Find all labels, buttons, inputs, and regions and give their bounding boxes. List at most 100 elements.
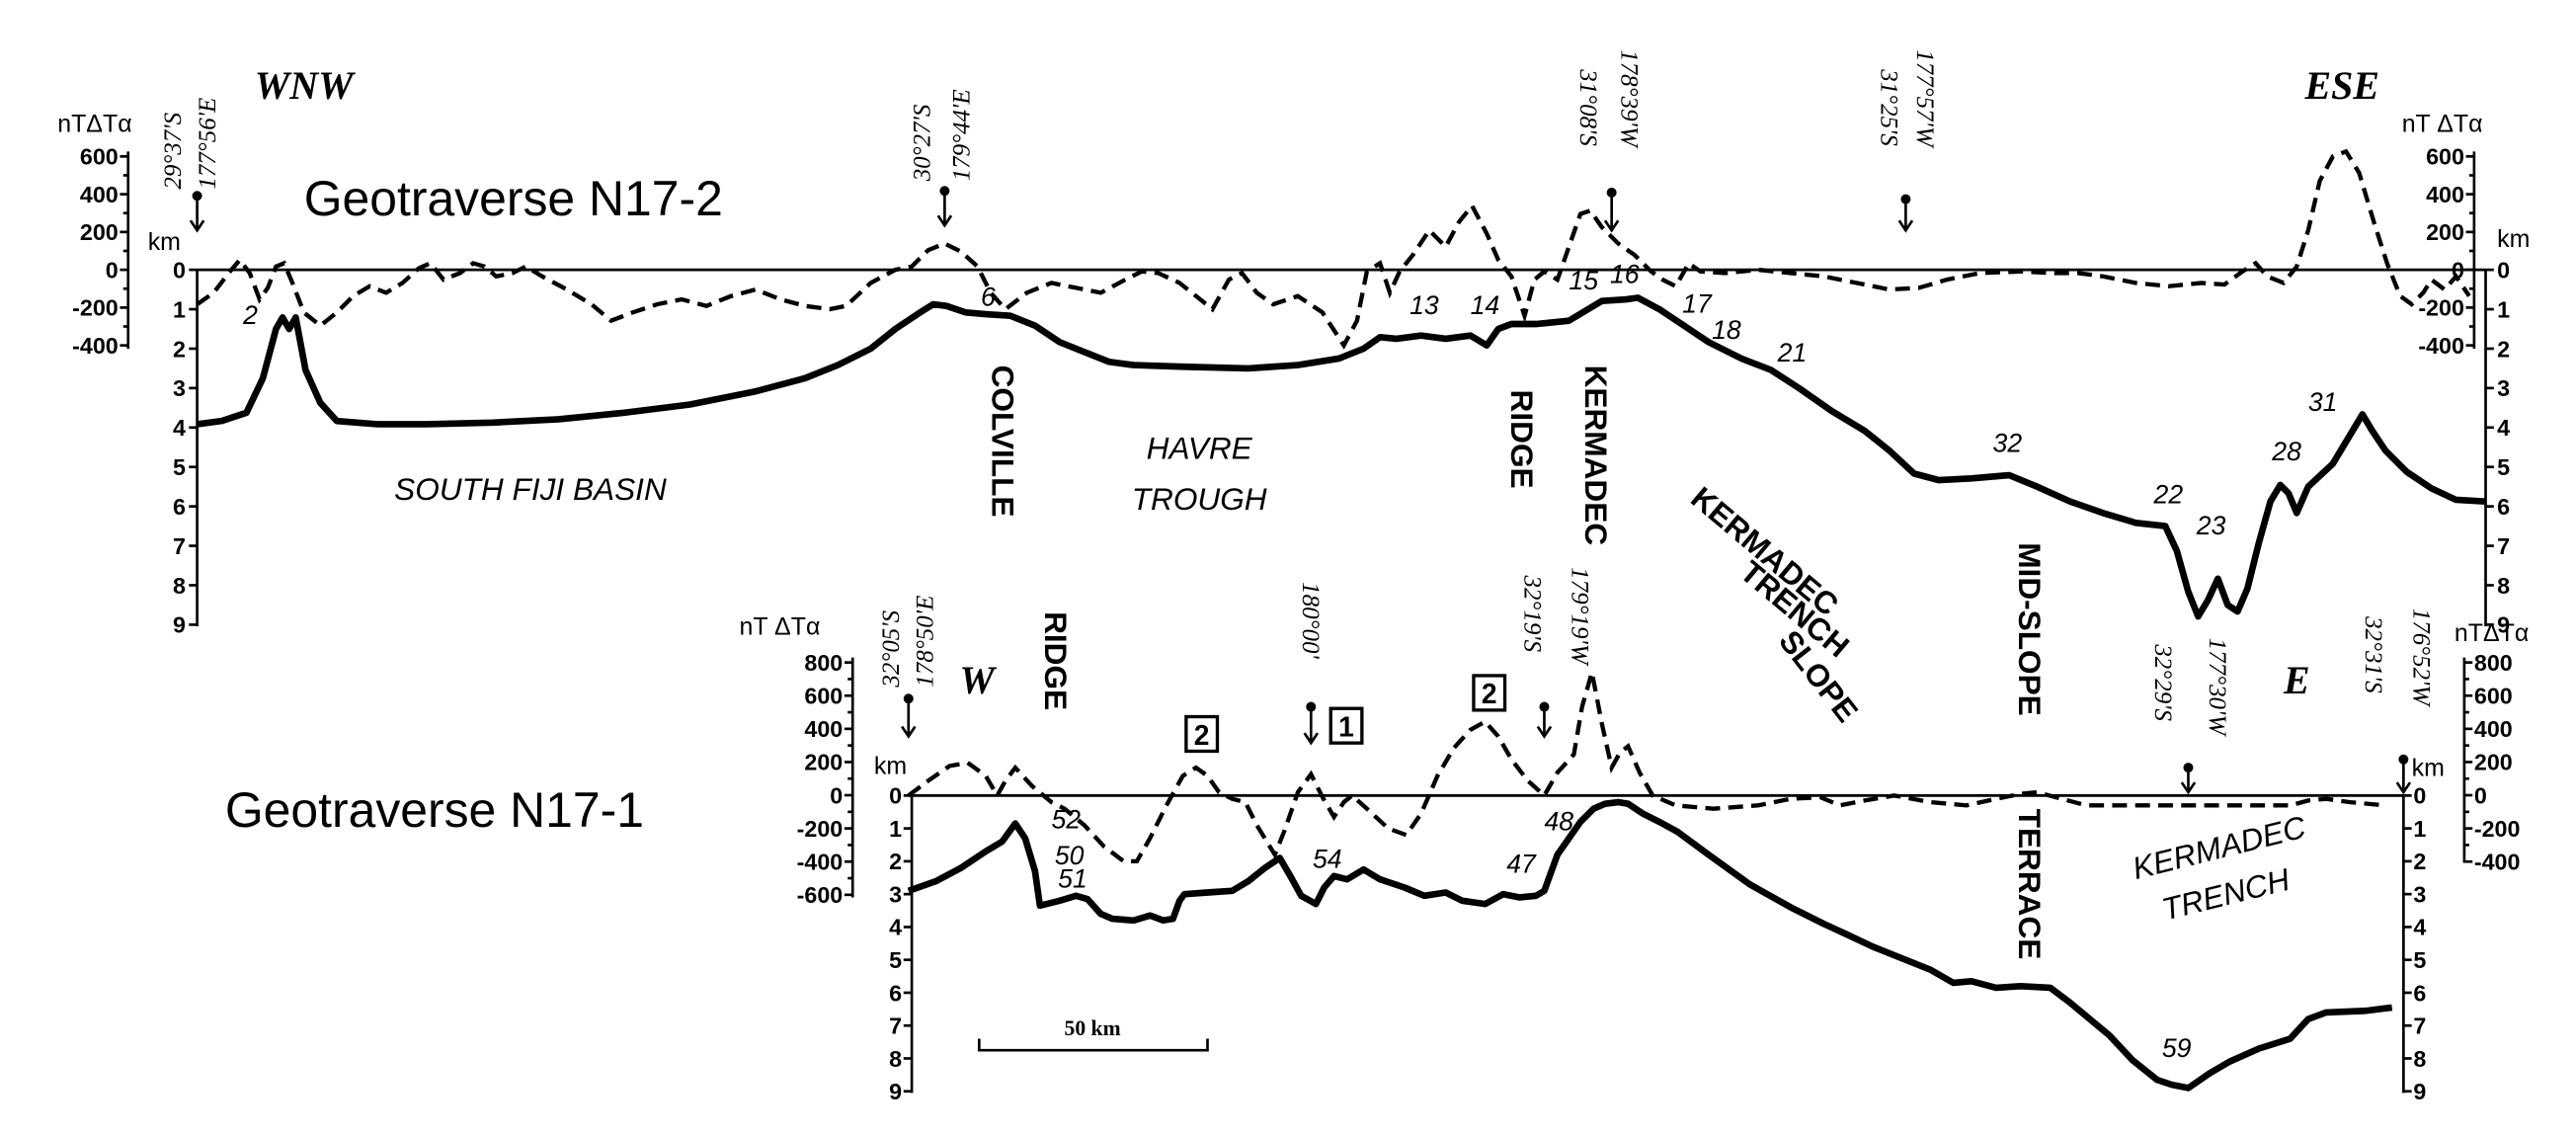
station-label: 47 [1506,850,1537,879]
position-arrow-icon [2180,763,2197,795]
station-label: 22 [2153,479,2184,509]
bottom-title: Geotraverse N17-1 [225,782,644,838]
tick-label: 1 [2413,816,2426,842]
station-label: 15 [1569,266,1598,295]
station-label: 52 [1051,805,1081,835]
tick-label: 7 [2413,1014,2426,1039]
tick-label: 4 [2497,415,2510,441]
tick-label: 400 [80,182,119,207]
scale-bar: 50 km [977,1016,1209,1052]
tick-label: 600 [2474,684,2513,709]
tick-label: 600 [2426,144,2464,170]
tick-label: 0 [106,257,119,283]
position-arrow-icon [936,186,953,228]
position-arrow-icon [1603,187,1620,233]
tick-label: 200 [804,750,843,775]
top-title: Geotraverse N17-2 [304,171,723,226]
anomaly-number: 1 [1338,710,1354,742]
station-label: 48 [1544,806,1573,836]
tick-label: 7 [889,1014,902,1039]
station-label: 28 [2271,437,2301,466]
tick-label: 7 [173,533,186,559]
top-bathymetry-profile [197,294,2486,620]
bottom-position-markers [901,693,2412,795]
tick-label: 400 [2474,716,2513,742]
tick-label: 5 [889,947,902,973]
anomaly-number: 2 [1194,719,1210,751]
bottom-coord-lon: 179°19'W [1567,567,1593,667]
station-label: 14 [1471,290,1500,320]
tick-label: 0 [2474,782,2487,808]
tick-label: 3 [173,375,186,401]
tick-label: 9 [173,612,186,638]
region-kermadec-ridge-kermadec: KERMADEC [1578,365,1614,546]
tick-label: 6 [889,980,902,1006]
tick-label: 1 [889,816,902,842]
tick-label: 8 [2497,573,2510,599]
top-left-km-label: km [148,228,181,256]
tick-label: 5 [2497,454,2510,480]
bottom-coord-lon: 177°30'W [2204,638,2230,738]
tick-label: -400 [2418,333,2464,359]
top-right-axis-title: nT ΔTα [2402,110,2483,137]
station-label: 50 [1055,841,1085,870]
station-label: 17 [1682,288,1713,318]
position-arrow-icon [2395,754,2412,795]
tick-label: 800 [804,650,843,676]
top-direction-left: WNW [255,63,356,108]
tick-label: 9 [2413,1079,2426,1104]
region-colville: COLVILLE [986,365,1021,518]
tick-label: 0 [2413,783,2426,809]
tick-label: 0 [889,783,902,809]
region-trough: TROUGH [1132,481,1267,517]
bottom-coord-lon: 178°50'E [913,596,939,688]
tick-label: 0 [830,782,843,808]
tick-label: 2 [173,336,186,362]
top-coord-lon: 177°56'E [195,98,221,190]
tick-label: 9 [889,1079,902,1104]
tick-label: 4 [173,415,186,441]
top-left-axis-title: nTΔTα [57,110,131,137]
position-arrow-icon [901,693,917,739]
tick-label: 1 [173,296,186,322]
tick-label: 0 [2497,257,2510,283]
top-coord-lon: 177°57'W [1911,49,1938,149]
station-label: 59 [2162,1033,2192,1063]
bottom-coord-lat: 32°19'S [1519,574,1546,652]
station-label: 18 [1712,315,1741,345]
tick-label: 6 [2413,980,2426,1006]
region-mid-slope: MID-SLOPE [2012,542,2048,716]
tick-label: -600 [797,882,844,908]
bottom-left-axis-title: nT ΔTα [739,612,820,640]
tick-label: 4 [2413,915,2426,940]
tick-label: 3 [889,881,902,907]
top-magnetic-anomaly-curve [196,148,2471,350]
station-label: 21 [1777,338,1808,367]
tick-label: -400 [2474,850,2521,875]
top-coord-lat: 29°37'S [160,112,187,189]
tick-label: 4 [889,915,902,940]
station-label: 6 [981,283,996,312]
anomaly-box-label: 2 [1472,674,1507,712]
top-axis-ticks: 6004002000-200-40001234567896004002000-2… [72,144,2510,638]
position-arrow-icon [189,191,205,233]
station-label: 23 [2196,511,2226,540]
tick-label: 8 [173,573,186,599]
station-label: 16 [1610,259,1640,288]
position-arrow-icon [1897,194,1914,233]
station-label: 54 [1313,845,1342,874]
tick-label: -200 [2418,295,2464,321]
tick-label: 1 [2497,296,2510,322]
anomaly-box-label: 1 [1328,706,1364,745]
bottom-left-km-label: km [874,753,907,780]
station-label: 31 [2308,387,2338,417]
tick-label: 2 [889,849,902,874]
region-havre: HAVRE [1147,430,1253,465]
tick-label: 0 [173,257,186,283]
tick-label: 400 [2426,182,2464,207]
tick-label: 6 [173,494,186,520]
region-kermadec-ridge-ridge: RIDGE [1504,390,1540,489]
tick-label: 3 [2497,375,2510,401]
